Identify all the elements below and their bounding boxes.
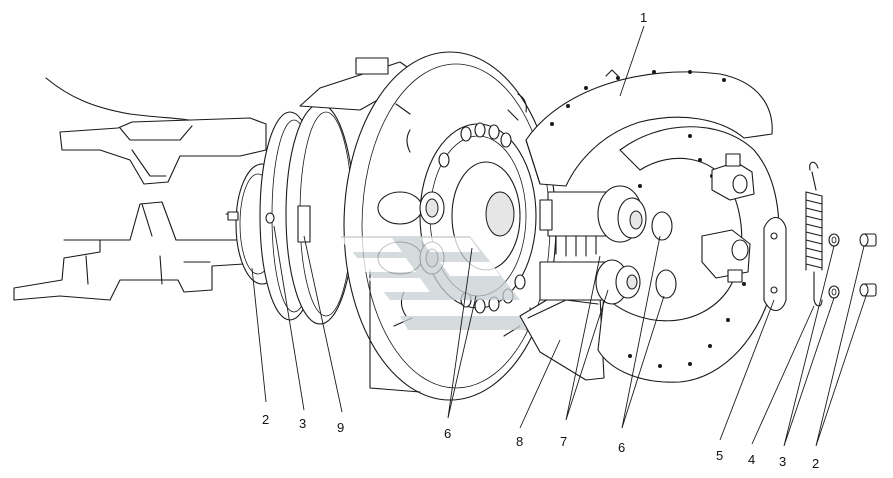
- axle-housing: [13, 117, 267, 301]
- callout-7: 7: [560, 434, 567, 449]
- brake-cam-cylinders: [539, 185, 677, 305]
- callout-3-left: 3: [299, 416, 306, 431]
- callout-labels: 1 2 3 9 6 8 7 6 5 4 3 2: [262, 10, 819, 471]
- bolts: [859, 233, 877, 297]
- callout-6-right: 6: [618, 440, 625, 455]
- callout-2-left: 2: [262, 412, 269, 427]
- callout-1: 1: [640, 10, 647, 25]
- brake-backing-plate: [299, 51, 557, 401]
- cable: [45, 77, 201, 123]
- seal-tab: [297, 205, 311, 243]
- brake-shoe-ring: [597, 126, 780, 383]
- callout-3-right: 3: [779, 454, 786, 469]
- spring-plate: [763, 216, 787, 312]
- callout-5: 5: [716, 448, 723, 463]
- washers: [828, 233, 840, 299]
- brake-shoe-upper: [525, 69, 773, 187]
- leader-lines: [251, 25, 867, 447]
- callout-4: 4: [748, 452, 755, 467]
- ring-bolt: [265, 212, 275, 224]
- callout-9: 9: [337, 420, 344, 435]
- callout-2-right: 2: [812, 456, 819, 471]
- callout-8: 8: [516, 434, 523, 449]
- return-spring: [805, 161, 823, 307]
- callout-6-left: 6: [444, 426, 451, 441]
- watermark-logo: [340, 236, 528, 330]
